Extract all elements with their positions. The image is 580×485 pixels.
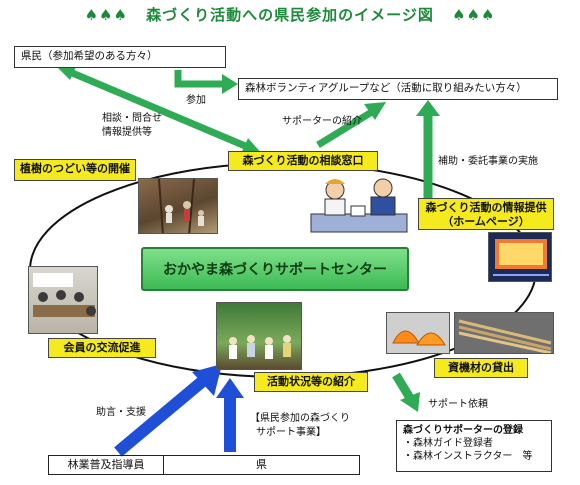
info-provision-label: 森づくり活動の情報提供 [425,201,547,214]
support-center-label: おかやま森づくりサポートセンター [163,262,387,278]
consultation-illustration [305,172,413,238]
arrow-participation [174,70,226,88]
arrow-supporter-intro [316,107,377,148]
registration-item-guide: ・森林ガイド登録者 [403,438,493,449]
arrowhead-support-request [400,392,420,412]
arrow-citizens-consult [68,68,252,152]
consult-label-2: 情報提供等 [102,127,152,138]
member-exchange-box: 会員の交流促進 [48,338,156,358]
project-label-1: 【県民参加の森づくり [250,413,350,424]
bottom-bar: 林業普及指導員 県 [48,455,360,475]
title-text: 森づくり活動への県民参加のイメージ図 [146,6,434,24]
tools-photo [454,312,554,354]
citizens-box: 県民（参加希望のある方々） [14,46,226,68]
forest-group-photo [216,302,302,370]
arrow-support-request [392,372,414,401]
page-title: ♠♠♠ 森づくり活動への県民参加のイメージ図 ♠♠♠ [0,4,580,25]
tree-planting-photo-art [158,179,204,233]
tree-planting-photo [138,178,218,234]
homepage-screen-art [493,239,549,276]
registration-item-instructor: ・森林インストラクター 等 [403,451,533,462]
citizens-label: 県民（参加希望のある方々） [21,50,158,62]
homepage-screen-image [488,232,552,282]
spade-deco-left: ♠♠♠ [84,6,128,24]
activity-intro-label: 活動状況等の紹介 [267,375,355,388]
planting-label: 植樹のつどい等の開催 [20,162,130,175]
consult-window-box: 森づくり活動の相談窓口 [228,151,378,171]
arrowhead-prefecture-blue [216,378,244,398]
arrowhead-subsidy [416,100,440,116]
meeting-photo [28,266,98,334]
member-exchange-label: 会員の交流促進 [63,341,141,354]
info-provision-box: 森づくり活動の情報提供 （ホームページ） [418,198,554,230]
support-center-box: おかやま森づくりサポートセンター [141,247,409,291]
participation-label: 参加 [186,95,206,106]
consult-window-label: 森づくり活動の相談窓口 [242,154,364,167]
homepage-label: （ホームページ） [442,215,530,228]
spade-deco-right: ♠♠♠ [452,6,496,24]
planting-box: 植樹のつどい等の開催 [14,159,136,181]
forestry-instructor-cell: 林業普及指導員 [49,456,164,474]
supporter-registration-box: 森づくりサポーターの登録 ・森林ガイド登録者 ・森林インストラクター 等 [396,420,552,472]
activity-intro-box: 活動状況等の紹介 [254,372,368,392]
advice-label: 助言・支援 [96,407,146,418]
forest-group-photo-art [229,335,291,359]
arrow-advice-blue [114,370,214,457]
arrowhead-advice-blue [192,364,222,396]
helmets-photo-art [392,330,446,346]
equipment-lending-label: 資機材の貸出 [448,361,514,374]
arrowhead-supporter-intro [364,102,386,120]
supporter-intro-label: サポーターの紹介 [282,116,362,127]
arrowhead-participation [222,74,238,94]
tools-photo-art [458,319,552,353]
equipment-lending-box: 資機材の貸出 [434,358,528,378]
subsidy-label: 補助・委託事業の実施 [438,156,538,167]
support-request-label: サポート依頼 [428,399,488,410]
volunteer-groups-box: 森林ボランティアグループなど（活動に取り組みたい方々） [238,78,558,100]
consult-label-1: 相談・問合せ [102,113,162,124]
registration-title: 森づくりサポーターの登録 [403,425,523,436]
helmets-photo [386,312,450,354]
meeting-photo-art [33,273,96,317]
project-label-2: サポート事業】 [256,427,326,438]
volunteer-groups-label: 森林ボランティアグループなど（活動に取り組みたい方々） [245,82,527,94]
consultation-illustration-art [310,178,408,233]
prefecture-cell: 県 [256,458,267,471]
